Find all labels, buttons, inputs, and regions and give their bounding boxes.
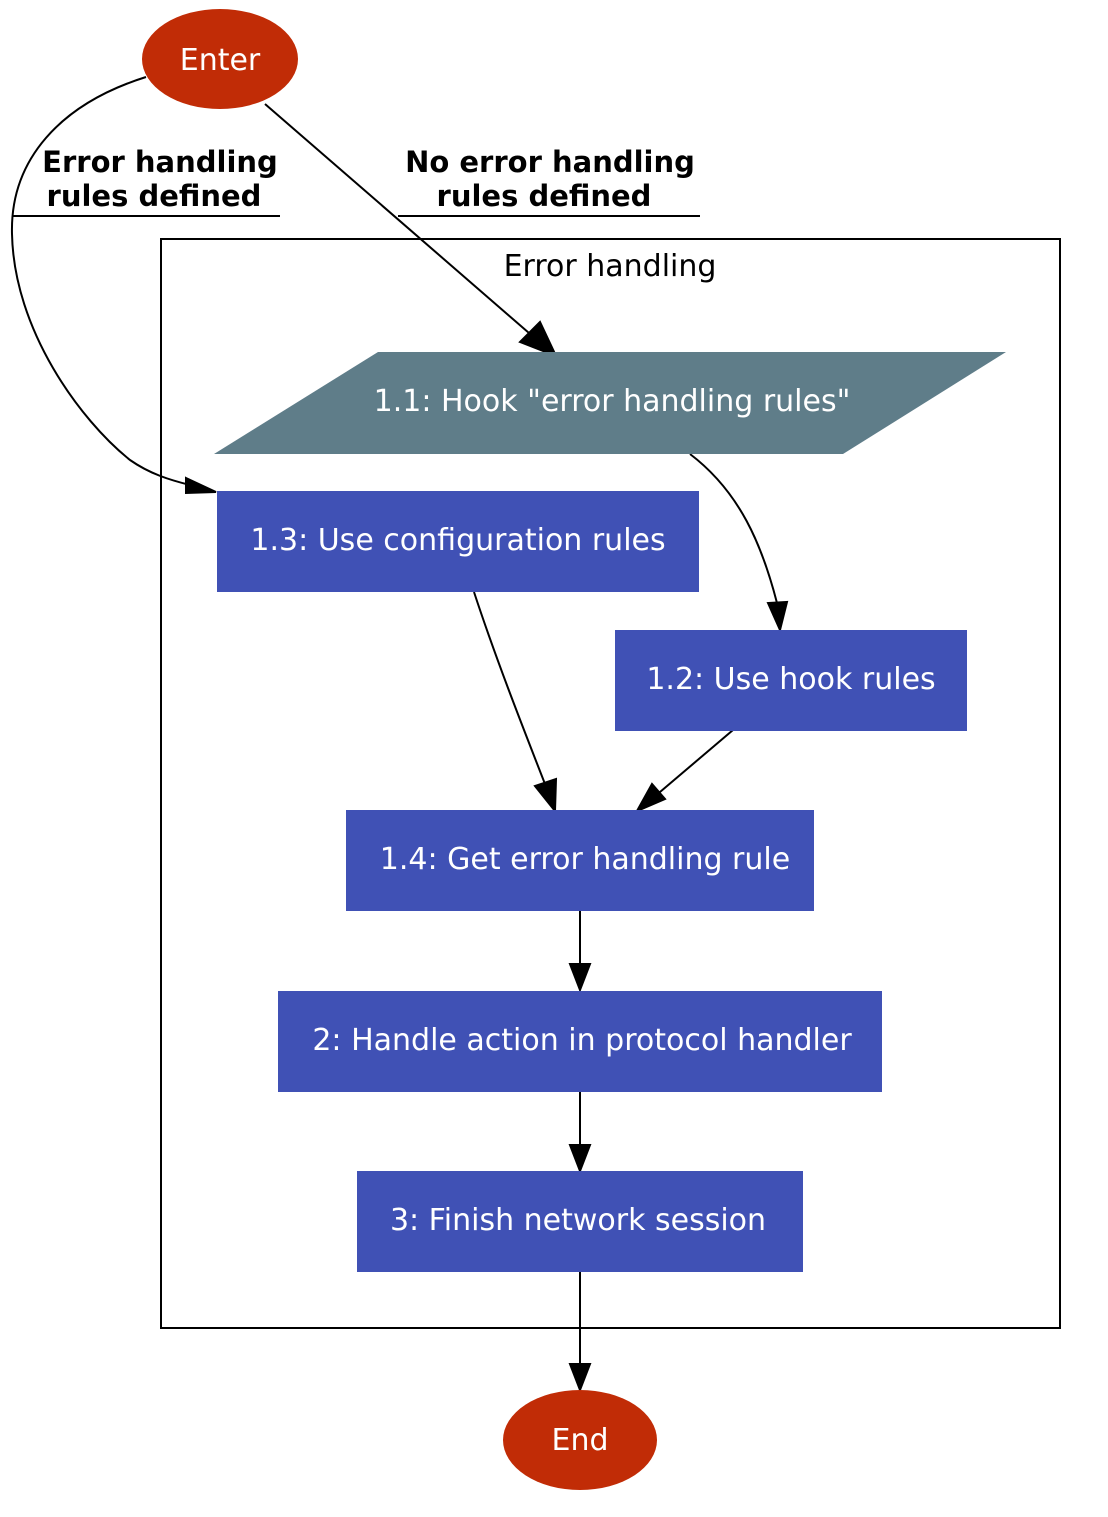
edge-enter-to-hook <box>264 103 558 358</box>
error-handling-cluster: Error handling <box>160 238 1061 1329</box>
terminal-shape <box>503 1390 657 1490</box>
edge-handle-action-to-finish <box>568 1092 592 1174</box>
edge-label-rules-defined: Error handling rules defined <box>12 145 280 217</box>
process-shape <box>278 991 882 1092</box>
arrowhead-icon <box>634 782 667 814</box>
process-shape <box>346 810 814 911</box>
edge-label-line: Error handling <box>42 145 278 179</box>
node-use-hook-rules: 1.2: Use hook rules <box>615 630 967 731</box>
process-shape <box>615 630 967 731</box>
node-label: 1.4: Get error handling rule <box>380 842 790 877</box>
edge-hook-to-hook-rules <box>689 453 789 634</box>
hook-shape <box>214 352 1006 454</box>
node-handle-action: 2: Handle action in protocol handler <box>278 991 882 1092</box>
arrowhead-icon <box>185 476 217 495</box>
node-end: End <box>503 1390 657 1490</box>
node-label: 3: Finish network session <box>390 1203 766 1238</box>
edge-label-line: rules defined <box>47 179 262 213</box>
edges <box>10 76 789 1393</box>
process-shape <box>357 1171 803 1272</box>
edge-label-line: No error handling <box>405 145 695 179</box>
cluster-title: Error handling <box>504 249 717 284</box>
node-label: 1.1: Hook "error handling rules" <box>374 384 851 419</box>
node-use-configuration-rules: 1.3: Use configuration rules <box>217 491 699 592</box>
arrowhead-icon <box>568 963 592 993</box>
cluster-border <box>160 238 1061 1329</box>
node-label: 2: Handle action in protocol handler <box>312 1023 852 1058</box>
edge-hook-rules-to-get-rule <box>634 729 734 814</box>
node-label: Enter <box>180 43 261 78</box>
edge-config-rules-to-get-rule <box>473 591 558 814</box>
process-shape <box>217 491 699 592</box>
arrowhead-icon <box>766 600 789 634</box>
node-label: 1.2: Use hook rules <box>646 662 935 697</box>
terminal-shape <box>142 9 298 109</box>
arrowhead-icon <box>568 1363 592 1393</box>
node-finish-network-session: 3: Finish network session <box>357 1171 803 1272</box>
edge-finish-to-end <box>568 1272 592 1393</box>
edge-label-no-rules-defined: No error handling rules defined <box>398 145 700 217</box>
arrowhead-icon <box>533 777 558 814</box>
node-enter: Enter <box>142 9 298 109</box>
edge-label-line: rules defined <box>437 179 652 213</box>
node-label: End <box>551 1423 608 1458</box>
node-get-error-handling-rule: 1.4: Get error handling rule <box>346 810 814 911</box>
arrowhead-icon <box>518 320 558 358</box>
edge-enter-to-config-rules <box>10 76 217 495</box>
arrowhead-icon <box>568 1144 592 1174</box>
node-hook-error-handling-rules: 1.1: Hook "error handling rules" <box>214 352 1006 454</box>
node-label: 1.3: Use configuration rules <box>250 523 665 558</box>
edge-get-rule-to-handle-action <box>568 911 592 993</box>
